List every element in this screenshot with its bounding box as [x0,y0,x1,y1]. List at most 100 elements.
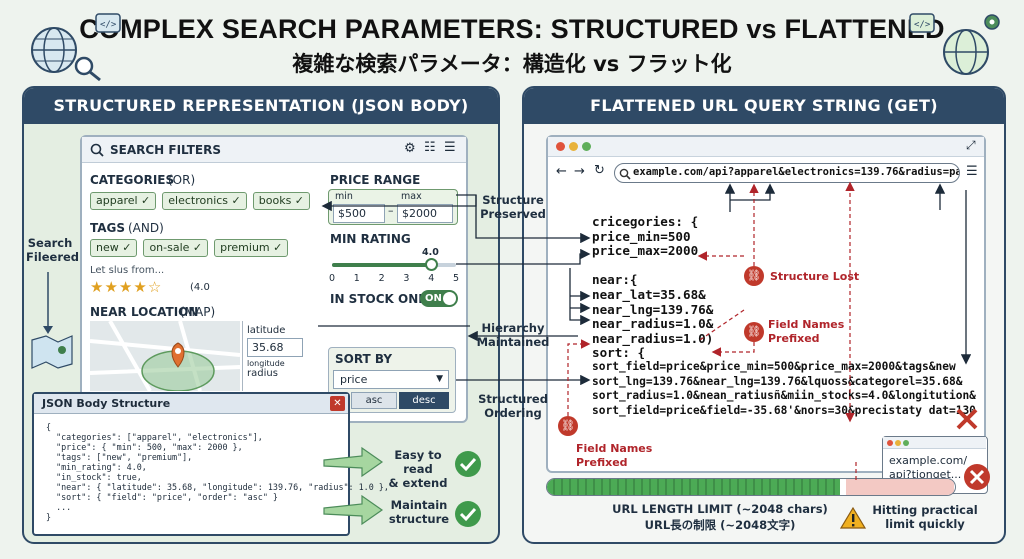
filters-header: SEARCH FILTERS ⚙ ☷ ☰ [82,137,466,163]
query-line: sort_field=price&price_min=500&price_max… [592,360,956,373]
chip-apparel[interactable]: apparel ✓ [90,192,157,210]
query-line: near_lat=35.68& [592,287,706,302]
slider-tick-label: 4 [428,273,435,284]
toggle-knob [443,292,456,305]
location-fields: latitude 35.68 longitude radius [242,321,308,391]
globe-search-icon: </> [31,13,121,82]
close-icon[interactable]: ✕ [330,396,345,411]
menu-icon[interactable]: ☰ [444,140,456,155]
chip-on-sale[interactable]: on-sale ✓ [143,239,209,257]
map-view[interactable] [90,321,240,391]
field-names-prefixed-label-2: Field Names Prefixed [576,442,653,469]
page-subtitle: 複雑な検索パラメータ：構造化 vs フラット化 [292,52,732,76]
slider-tick-label: 2 [378,273,385,284]
price-max-input[interactable]: $2000 [397,204,453,223]
chip-books[interactable]: books ✓ [252,192,311,210]
star-icon: ★ [90,278,105,296]
tags-op: (AND) [128,221,164,235]
sort-select[interactable]: price ▼ [333,370,449,389]
slider-tick-label: 5 [453,273,460,284]
query-line: cricegories: { [592,214,699,229]
error-x-icon [956,408,978,430]
latitude-input[interactable]: 35.68 [247,338,303,357]
categories-label: CATEGORIES [90,173,175,187]
svg-text:</>: </> [914,20,931,30]
search-icon [619,168,631,180]
menu-icon[interactable]: ☰ [966,164,978,179]
window-min-dot[interactable] [569,142,578,151]
category-chips: apparel ✓ electronics ✓ books ✓ [90,192,311,210]
filters-title: SEARCH FILTERS [110,143,221,157]
query-line: sort_field=price&field=-35.68'&nors=30&p… [592,403,976,417]
url-length-limit-label-jp: URL長の制限 (~2048文字) [644,518,796,532]
query-line: price_min=500 [592,228,691,244]
near-location-label: NEAR LOCATION [90,305,199,319]
benefit-arrows [323,446,384,526]
query-line: near_radius=1.0) [592,330,714,346]
sort-asc-button[interactable]: asc [351,392,397,409]
url-text: example.com/api?apparel&electronics=139.… [633,166,960,178]
sliders-icon[interactable]: ☷ [424,140,436,155]
structure-lost-label: Structure Lost [770,270,860,283]
browser-titlebar: ⤢ [548,137,984,157]
forward-arrow-icon[interactable]: → [574,164,585,179]
check-circle-icon [455,501,481,527]
window-close-dot[interactable] [556,142,565,151]
popup-url-text: example.com/ api?tionget... [889,454,968,481]
query-line: near_lng=139.76& [592,301,714,317]
price-dash: – [388,204,394,217]
json-body-box: JSON Body Structure ✕ { "categories": ["… [32,392,389,536]
json-code: { "categories": ["apparel", "electronics… [46,422,389,522]
check-circle-icon [455,451,481,477]
rating-slider-thumb[interactable] [425,258,439,271]
reload-icon[interactable]: ↻ [594,163,605,178]
chip-electronics[interactable]: electronics ✓ [162,192,247,210]
sort-select-value: price [340,373,368,386]
latitude-label: latitude [247,325,286,336]
chip-premium[interactable]: premium ✓ [214,239,289,257]
window-max-dot[interactable] [582,142,591,151]
query-line: sort_lng=139.76&near_lng=139.76&lquoss&c… [592,374,963,388]
query-line: sort: { [592,345,646,361]
radius-label: radius [247,368,278,379]
url-length-overflow [846,479,954,495]
url-length-limit-label: URL LENGTH LIMIT (~2048 chars) [612,502,828,516]
query-line: sort_radius=1.0&nean_ratiusñ&miin_stocks… [592,389,976,403]
globe-gear-icon: </> [909,13,1000,75]
hitting-limit-label: Hitting practical limit quickly [872,503,978,531]
chip-new[interactable]: new ✓ [90,239,138,257]
min-rating-label: MIN RATING [330,232,411,246]
rating-hint: Let slus from... [90,265,165,276]
in-stock-toggle[interactable]: ON [420,290,458,307]
slider-tick-label: 3 [403,273,410,284]
slider-tick-label: 1 [353,273,360,284]
query-line: near_radius=1.0& [592,316,714,332]
url-length-bar [546,478,956,496]
price-min-input[interactable]: $500 [333,204,385,223]
popup-titlebar [883,437,986,449]
star-icon: ★ [133,278,148,296]
sort-desc-button[interactable]: desc [399,392,449,409]
field-names-prefixed-label-1: Field Names Prefixed [768,318,845,345]
error-x-icon [964,464,990,490]
benefit-readable: Easy to read & extend [388,448,448,490]
rating-slider-track[interactable] [332,258,456,271]
flow-arrow-icon [31,272,73,369]
structured-ordering-label: Structured Ordering [478,392,548,420]
query-line: price_max=2000 [592,243,699,259]
page-title: COMPLEX SEARCH PARAMETERS: STRUCTURED vs… [79,14,945,44]
price-range-label: PRICE RANGE [330,173,421,187]
back-arrow-icon[interactable]: ← [556,164,567,179]
expand-icon[interactable]: ⤢ [966,138,976,152]
price-min-label: min [335,191,353,202]
url-bar[interactable]: example.com/api?apparel&electronics=139.… [614,163,960,183]
popup-dot [895,440,901,446]
query-line: near:{ [592,272,638,288]
broken-link-icon: ⛓ [558,416,578,436]
star-rating[interactable]: ★★★★☆ [90,278,162,296]
gear-icon[interactable]: ⚙ [404,141,416,156]
rating-slider-fill [332,263,432,267]
popup-dot [887,440,893,446]
